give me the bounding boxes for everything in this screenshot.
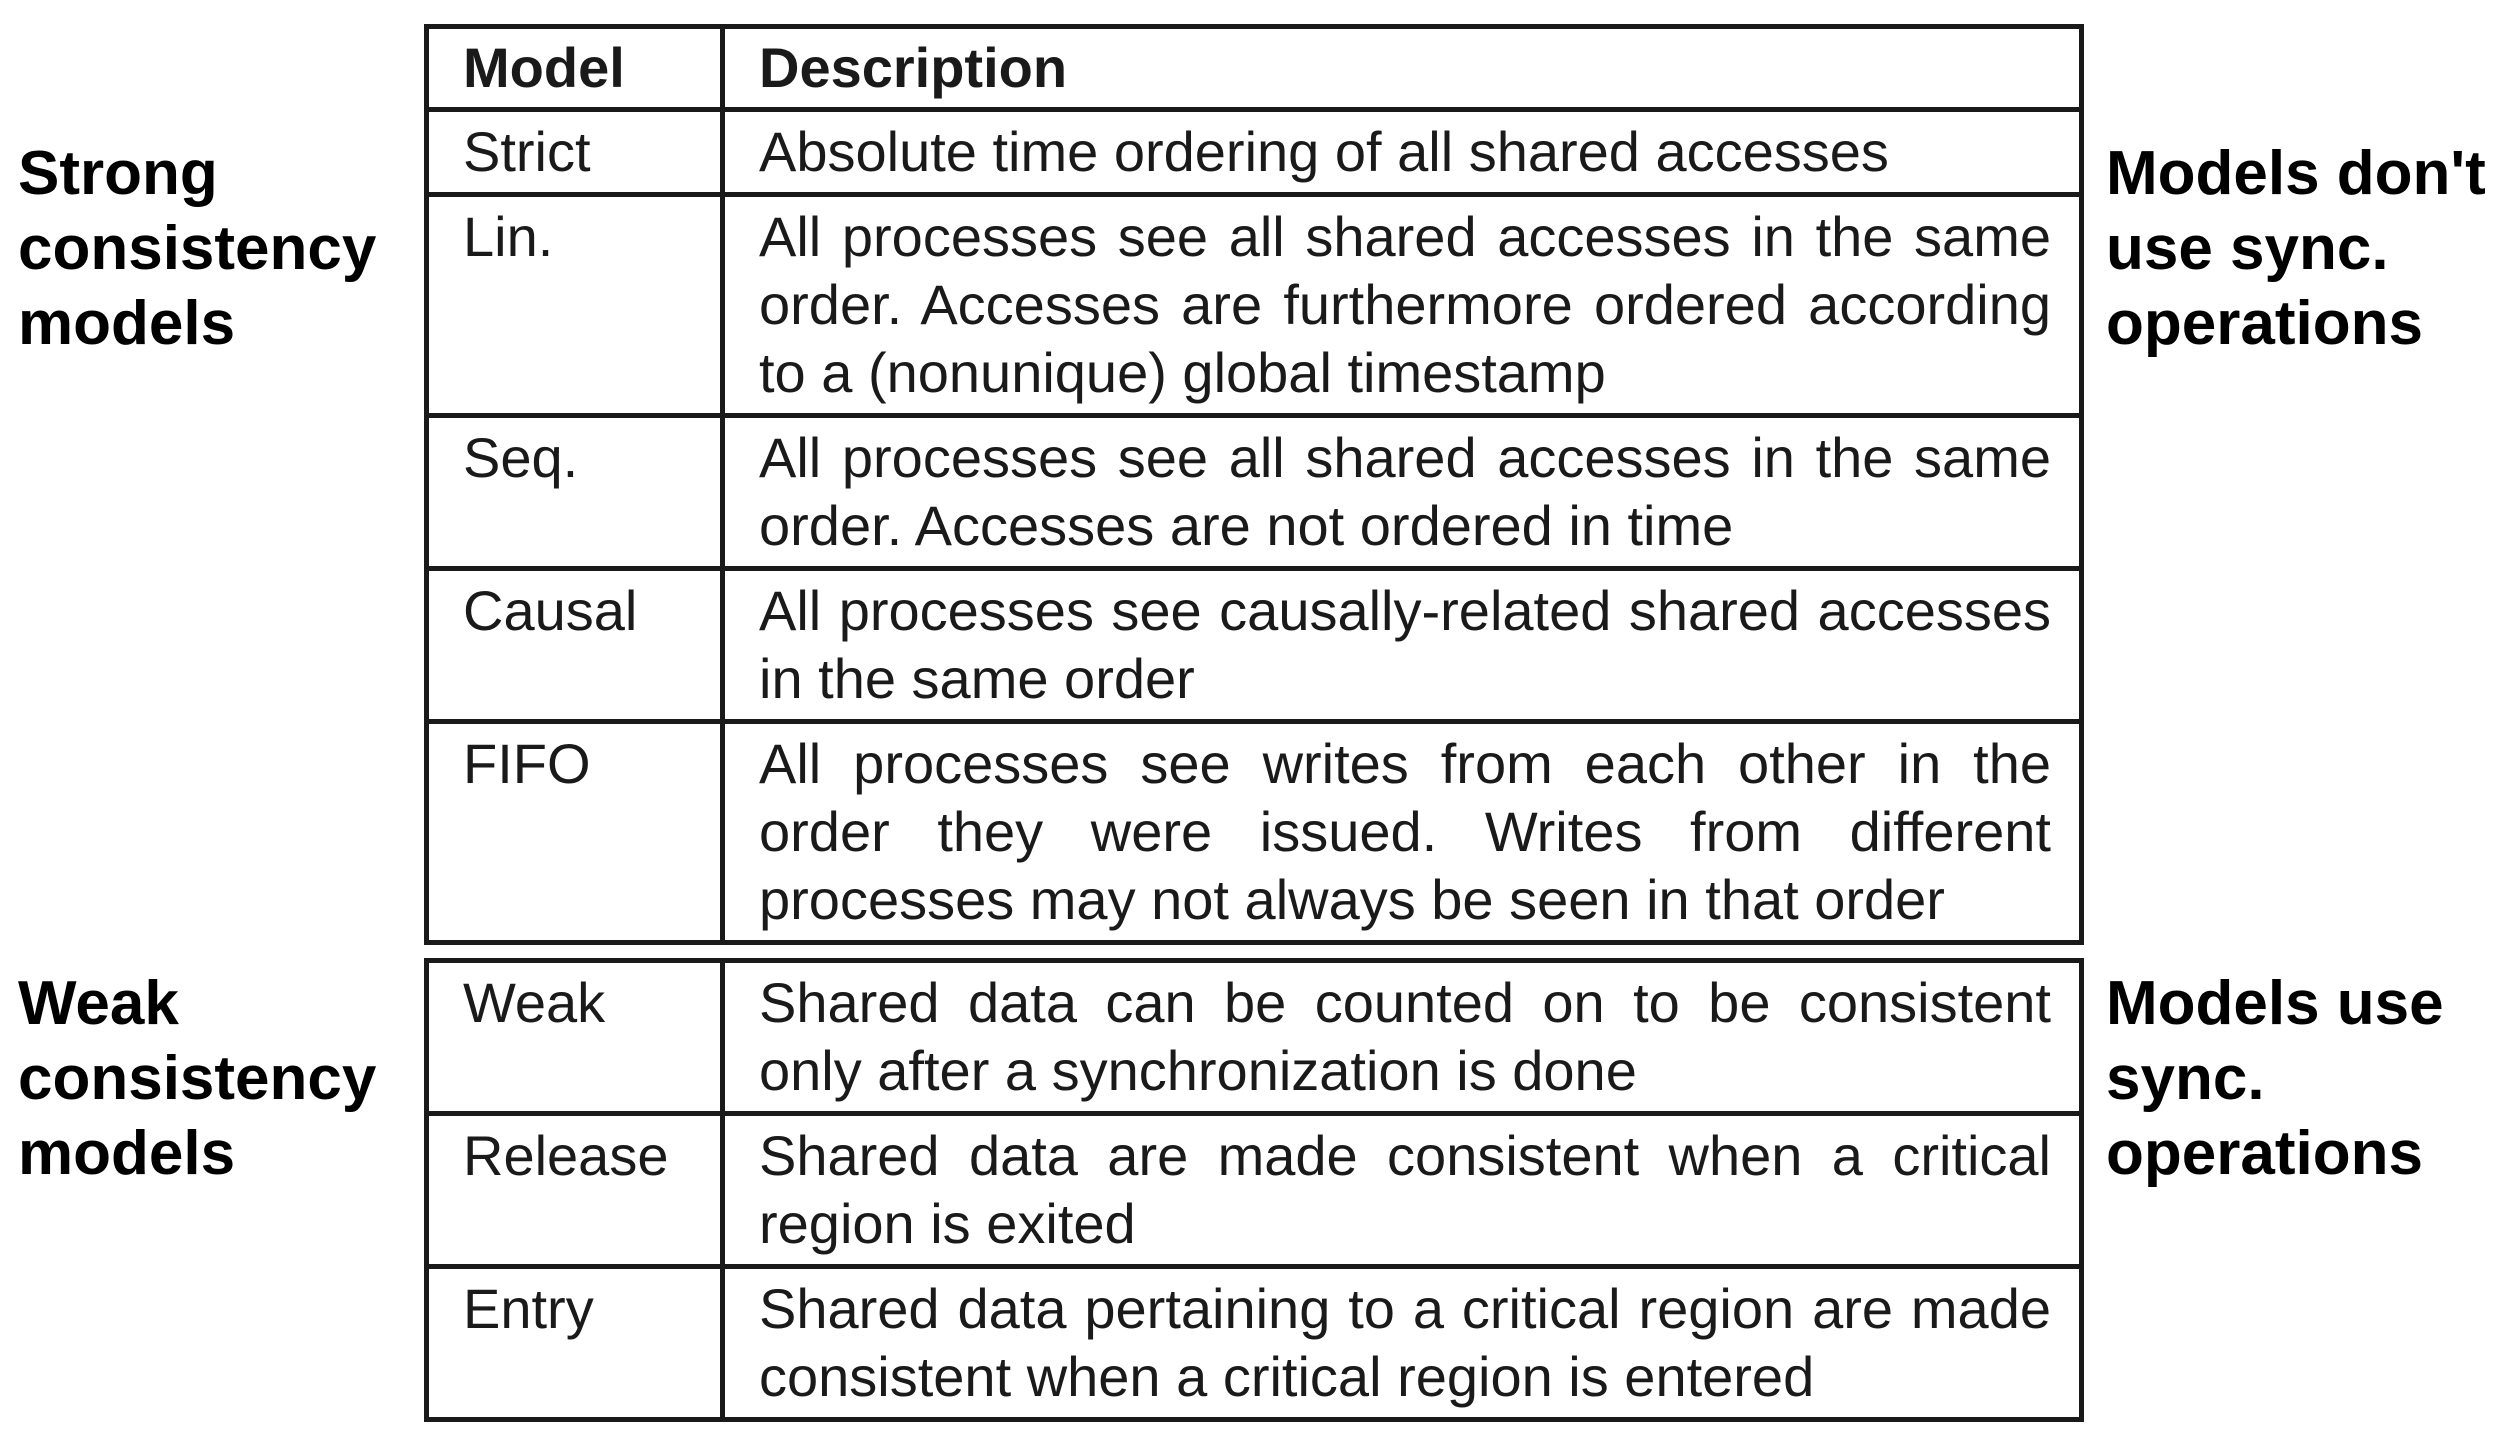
model-name: Lin. (424, 192, 725, 418)
table-row: Release Shared data are made consistent … (424, 1111, 2084, 1269)
model-description: All processes see writes from each other… (720, 719, 2084, 945)
model-description: All processes see all shared accesses in… (720, 192, 2084, 418)
sync-label-line: operations (2106, 1119, 2423, 1188)
header-model: Model (424, 24, 725, 112)
table-row: Lin. All processes see all shared access… (424, 192, 2084, 418)
header-description: Description (720, 24, 2084, 112)
table-row: Seq. All processes see all shared access… (424, 413, 2084, 571)
weak-label-line: Weak (18, 969, 179, 1038)
strong-consistency-table: Model Description Strict Absolute time o… (424, 24, 2084, 945)
weak-consistency-label: Weak consistency models (18, 966, 376, 1191)
weak-label-line: models (18, 1119, 236, 1188)
weak-label-line: consistency (18, 1044, 377, 1113)
table-row: Strict Absolute time ordering of all sha… (424, 107, 2084, 197)
model-description: Shared data are made consistent when a c… (720, 1111, 2084, 1269)
model-description: Shared data can be counted on to be cons… (720, 958, 2084, 1116)
model-name: FIFO (424, 719, 725, 945)
strong-label-line: consistency (18, 214, 377, 283)
model-name: Release (424, 1111, 725, 1269)
model-description: All processes see all shared accesses in… (720, 413, 2084, 571)
model-name: Strict (424, 107, 725, 197)
model-name: Seq. (424, 413, 725, 571)
model-description: All processes see causally-related share… (720, 566, 2084, 724)
model-description: Absolute time ordering of all shared acc… (720, 107, 2084, 197)
strong-label-line: models (18, 289, 236, 358)
no-sync-label-line: operations (2106, 289, 2423, 358)
model-name: Entry (424, 1264, 725, 1422)
table-row: Weak Shared data can be counted on to be… (424, 958, 2084, 1116)
sync-label-line: sync. (2106, 1044, 2265, 1113)
model-name: Causal (424, 566, 725, 724)
no-sync-label-line: Models don't (2106, 139, 2486, 208)
table-row: FIFO All processes see writes from each … (424, 719, 2084, 945)
table-row: Causal All processes see causally-relate… (424, 566, 2084, 724)
model-description: Shared data pertaining to a critical reg… (720, 1264, 2084, 1422)
strong-label-line: Strong (18, 139, 218, 208)
table-row: Entry Shared data pertaining to a critic… (424, 1264, 2084, 1422)
sync-label: Models use sync. operations (2106, 966, 2444, 1191)
strong-consistency-label: Strong consistency models (18, 136, 376, 361)
table-header-row: Model Description (424, 24, 2084, 112)
weak-consistency-table: Weak Shared data can be counted on to be… (424, 958, 2084, 1422)
model-name: Weak (424, 958, 725, 1116)
sync-label-line: Models use (2106, 969, 2444, 1038)
no-sync-label: Models don't use sync. operations (2106, 136, 2486, 361)
no-sync-label-line: use sync. (2106, 214, 2389, 283)
